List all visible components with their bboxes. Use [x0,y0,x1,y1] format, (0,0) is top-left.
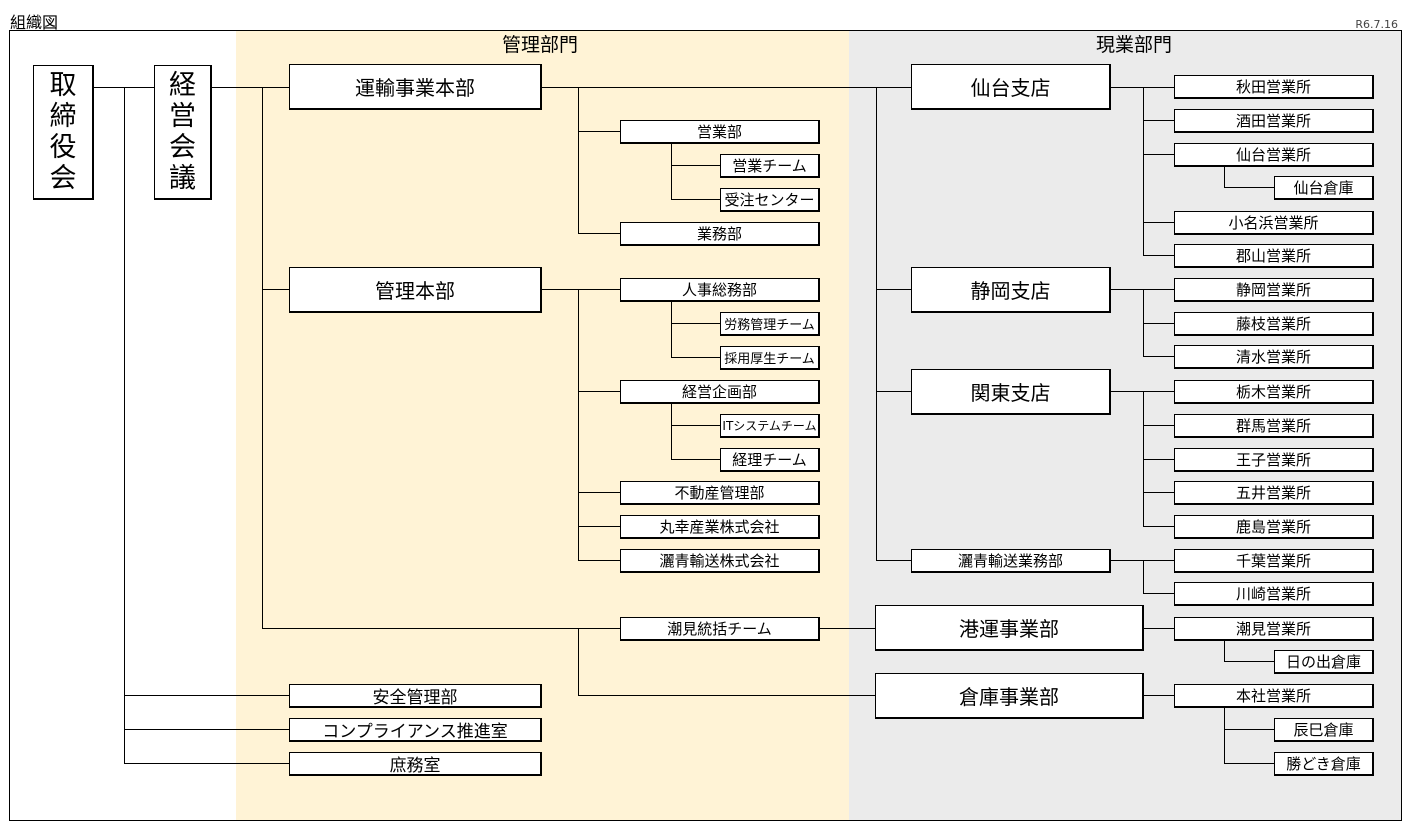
fujieda-office-box: 藤枝営業所 [1174,312,1374,336]
board-of-directors-box: 取 締 役 会 [33,65,94,200]
order-center-box: 受注センター [720,188,820,212]
goi-office-box: 五井営業所 [1174,481,1374,505]
it-system-team-box: ITシステムチーム [720,414,820,438]
akita-office-box: 秋田営業所 [1174,75,1374,99]
hinode-warehouse-box: 日の出倉庫 [1274,650,1374,674]
sendai-branch-box: 仙台支店 [911,64,1111,110]
admin-hq-box: 管理本部 [289,267,542,313]
page-title: 組織図 [10,13,59,32]
tatsumi-warehouse-box: 辰巳倉庫 [1274,718,1374,742]
sakata-office-box: 酒田営業所 [1174,109,1374,133]
oji-office-box: 王子営業所 [1174,448,1374,472]
exec-char-2: 営 [169,101,196,132]
kashima-office-box: 鹿島営業所 [1174,515,1374,539]
safety-dept-box: 安全管理部 [289,684,542,708]
transport-hq-box: 運輸事業本部 [289,64,542,110]
kawasaki-office-box: 川崎営業所 [1174,582,1374,606]
board-char-2: 締 [49,101,77,132]
exec-char-3: 会 [169,132,196,163]
shiomi-office-box: 潮見営業所 [1174,617,1374,641]
compliance-office-box: コンプライアンス推進室 [289,718,542,742]
region-label-field: 現業部門 [1096,34,1173,56]
labor-team-box: 労務管理チーム [720,312,820,336]
board-char-3: 役 [49,132,77,163]
real-estate-dept-box: 不動産管理部 [620,481,820,505]
port-division-box: 港運事業部 [875,605,1144,651]
region-label-management: 管理部門 [502,34,579,56]
sendai-office-box: 仙台営業所 [1174,143,1374,167]
gunma-office-box: 群馬営業所 [1174,414,1374,438]
onahama-office-box: 小名浜営業所 [1174,211,1374,235]
chiba-office-box: 千葉営業所 [1174,549,1374,573]
koriyama-office-box: 郡山営業所 [1174,244,1374,268]
kachidoki-warehouse-box: 勝どき倉庫 [1274,752,1374,776]
shiomi-team-box: 潮見統括チーム [620,617,820,641]
exec-char-1: 経 [169,70,196,101]
board-char-1: 取 [49,70,77,101]
exec-char-4: 議 [169,163,196,194]
shimizu-office-box: 清水営業所 [1174,345,1374,369]
board-char-4: 会 [49,163,77,194]
sales-dept-box: 営業部 [620,120,820,144]
hr-general-dept-box: 人事総務部 [620,278,820,302]
chart-frame [9,30,1402,821]
accounting-team-box: 経理チーム [720,448,820,472]
shizuoka-office-box: 静岡営業所 [1174,278,1374,302]
date-label: R6.7.16 [1355,18,1398,31]
setsusei-ops-dept-box: 灑青輸送業務部 [911,549,1111,573]
tochigi-office-box: 栃木営業所 [1174,380,1374,404]
marukou-company-box: 丸幸産業株式会社 [620,515,820,539]
planning-dept-box: 経営企画部 [620,380,820,404]
executive-meeting-box: 経 営 会 議 [154,65,212,200]
business-dept-box: 業務部 [620,222,820,246]
general-affairs-box: 庶務室 [289,752,542,776]
sendai-warehouse-box: 仙台倉庫 [1274,176,1374,200]
sales-team-box: 営業チーム [720,154,820,178]
setsusei-company-box: 灑青輸送株式会社 [620,549,820,573]
warehouse-division-box: 倉庫事業部 [875,673,1144,719]
kanto-branch-box: 関東支店 [911,369,1111,415]
head-office-box: 本社営業所 [1174,684,1374,708]
recruit-team-box: 採用厚生チーム [720,346,820,370]
shizuoka-branch-box: 静岡支店 [911,267,1111,313]
